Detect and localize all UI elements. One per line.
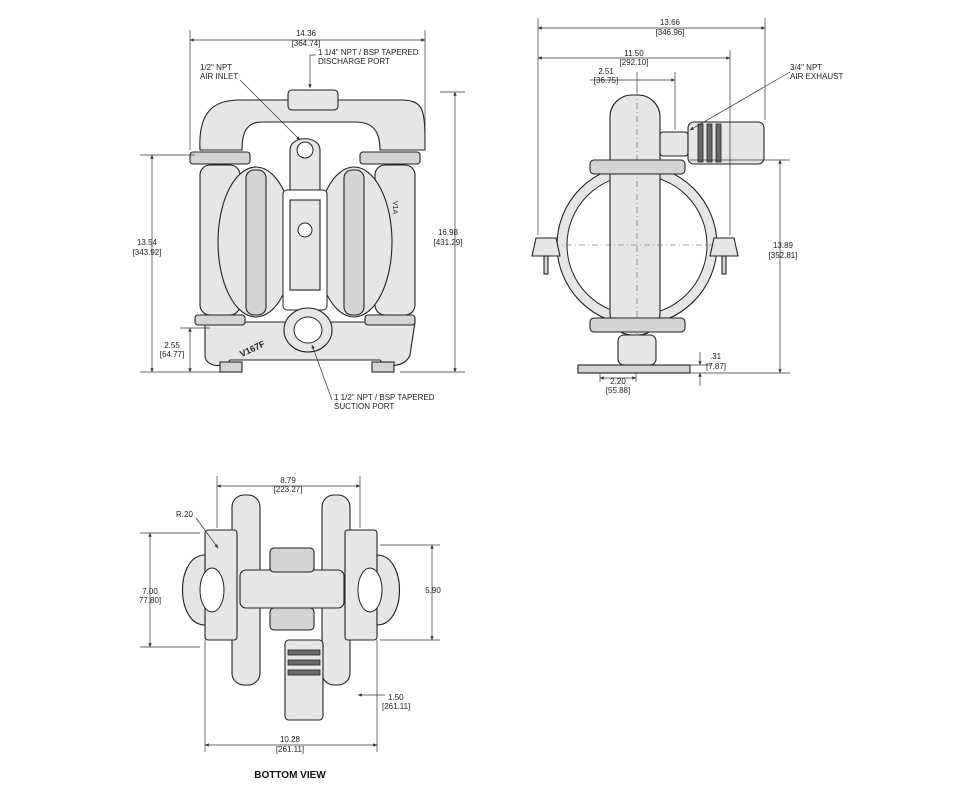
intake-height-dim: 13.54	[137, 238, 158, 247]
front-width-dim: 14.36	[296, 29, 317, 38]
bottom-width-dim: 10.28	[280, 735, 301, 744]
front-width-metric: [364.74]	[292, 39, 321, 48]
suction-line1: 1 1/2" NPT / BSP TAPERED	[334, 393, 435, 402]
bottom-view-title: BOTTOM VIEW	[254, 770, 326, 781]
side-width-metric: [346.96]	[656, 28, 685, 37]
air-inlet-line2: AIR INLET	[200, 72, 238, 81]
side-height-metric: [352.81]	[769, 251, 798, 260]
bottom-top-width-metric: [223.27]	[274, 485, 303, 494]
bottom-top-width-dim: 8.79	[280, 476, 296, 485]
bottom-muffler-ribs	[287, 649, 321, 676]
front-view: V167F V1A 14.36 [364.74] 16.98 [431.29] …	[133, 29, 465, 411]
bottom-right-height-dim: 5.90	[425, 586, 441, 595]
radius-dim: R.20	[176, 510, 193, 519]
intake-height-metric: [343.92]	[133, 248, 162, 257]
base-thickness-metric: [7.87]	[706, 362, 726, 371]
bottom-left-height-metric: 77.80]	[139, 596, 161, 605]
suction-line2: SUCTION PORT	[334, 402, 394, 411]
body-marking-right: V1A	[391, 201, 398, 215]
side-width2-metric: [292.10]	[620, 58, 649, 67]
bottom-width-metric: [261.11]	[276, 745, 304, 754]
front-height-metric: [431.29]	[434, 238, 463, 247]
discharge-line2: DISCHARGE PORT	[318, 57, 390, 66]
front-height-dim: 16.98	[438, 228, 459, 237]
bottom-left-height-dim: 7.00	[142, 587, 158, 596]
exhaust-offset-dim: 2.51	[598, 67, 614, 76]
side-height-dim: 13.89	[773, 241, 794, 250]
side-view: 13.66 [346.96] 11.50 [292.10] 2.51 [36.7…	[531, 18, 843, 395]
side-width2-dim: 11.50	[624, 49, 644, 58]
side-width-dim: 13.66	[660, 18, 681, 27]
suction-height-metric: [64.77]	[160, 350, 184, 359]
suction-height-dim: 2.55	[164, 341, 180, 350]
base-width-metric: [55.88]	[606, 386, 630, 395]
exhaust-offset-metric: [36.75]	[594, 76, 618, 85]
air-exhaust-line2: AIR EXHAUST	[790, 72, 843, 81]
discharge-line1: 1 1/4" NPT / BSP TAPERED	[318, 48, 419, 57]
muffler-ribs	[697, 123, 722, 163]
air-inlet-line1: 1/2" NPT	[200, 63, 232, 72]
bottom-view: 8.79 [223.27] R.20 7.00 77.80] 5.90 1.50…	[139, 476, 441, 781]
air-exhaust-line1: 3/4" NPT	[790, 63, 822, 72]
base-width-dim: 2.20	[610, 377, 626, 386]
offset-metric: [261.11]	[382, 702, 410, 711]
offset-dim: 1.50	[388, 693, 404, 702]
base-thickness-dim: .31	[710, 352, 722, 361]
